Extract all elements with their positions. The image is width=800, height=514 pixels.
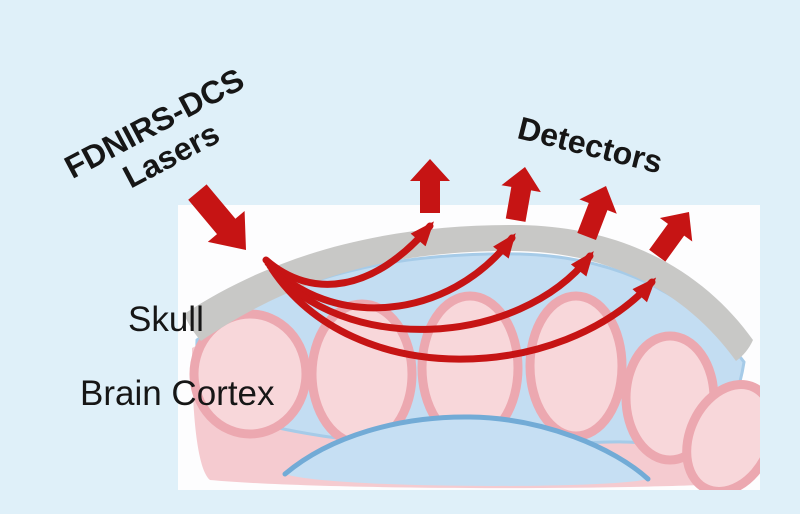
laser-arrow-icon bbox=[188, 184, 246, 250]
skull-shape bbox=[184, 224, 753, 361]
photon-path-arrow-2 bbox=[264, 233, 516, 312]
detector-arrow-icon-4 bbox=[649, 212, 693, 262]
gyrus-shape bbox=[682, 380, 760, 490]
ventricle-shape bbox=[285, 416, 648, 486]
gyrus-shape bbox=[189, 309, 311, 439]
ventricle-outline bbox=[282, 414, 651, 482]
photon-path-arrow-4 bbox=[268, 265, 657, 363]
detector-arrow-icon-3 bbox=[577, 186, 617, 240]
photon-path-arrow-3 bbox=[266, 251, 594, 333]
photon-path-arrow-1 bbox=[262, 221, 434, 288]
brain-cortex-label: Brain Cortex bbox=[80, 374, 275, 413]
skull-label: Skull bbox=[128, 300, 204, 339]
detector-arrow-icon-1 bbox=[410, 159, 450, 213]
detector-arrow-icon-2 bbox=[501, 167, 541, 222]
